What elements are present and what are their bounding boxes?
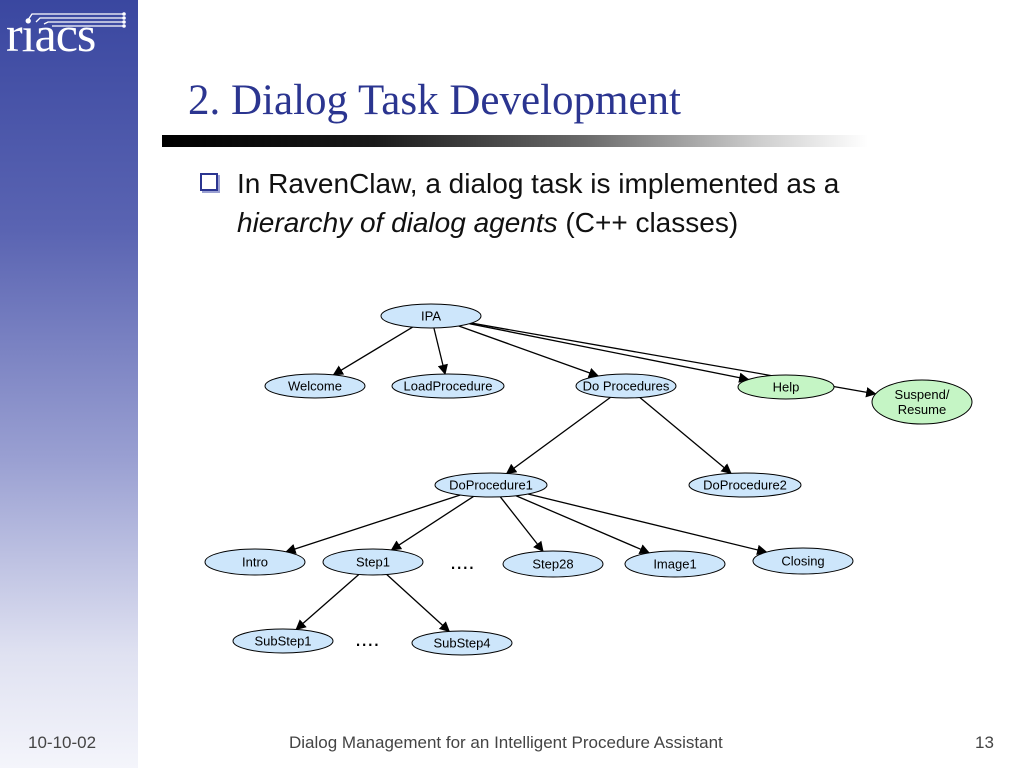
node-image1: Image1 xyxy=(624,550,726,578)
node-doprocedure2: DoProcedure2 xyxy=(688,472,802,498)
edge-doprocedure1-image1 xyxy=(515,495,651,554)
footer-date: 10-10-02 xyxy=(28,733,97,752)
node-shape-ipa xyxy=(380,303,482,329)
node-step1: Step1 xyxy=(322,548,424,576)
slide-title: 2. Dialog Task Development xyxy=(188,77,681,124)
checkbox-bullet-icon xyxy=(200,173,218,191)
node-label-suspend: Suspend/ xyxy=(895,387,950,402)
node-shape-step1 xyxy=(322,548,424,576)
node-welcome: Welcome xyxy=(264,373,366,399)
node-label-suspend: Resume xyxy=(898,402,946,417)
edge-step1-substep1 xyxy=(295,573,360,631)
node-substep4: SubStep4 xyxy=(411,630,513,656)
node-closing: Closing xyxy=(752,547,854,575)
node-label-loadprocedure: LoadProcedure xyxy=(404,379,493,394)
node-shape-closing xyxy=(752,547,854,575)
node-step28: Step28 xyxy=(502,550,604,578)
riacs-logo: riacs xyxy=(6,6,130,64)
node-intro: Intro xyxy=(204,548,306,576)
node-label-substep4: SubStep4 xyxy=(433,636,490,651)
node-doprocedures: Do Procedures xyxy=(575,373,677,399)
bullet-line1: In RavenClaw, a dialog task is implement… xyxy=(237,168,840,199)
node-shape-image1 xyxy=(624,550,726,578)
node-doprocedure1: DoProcedure1 xyxy=(434,472,548,498)
node-ipa: IPA xyxy=(380,303,482,329)
node-shape-substep1 xyxy=(232,628,334,654)
edge-doprocedure1-step28 xyxy=(499,496,544,553)
bullet-text: In RavenClaw, a dialog task is implement… xyxy=(237,164,997,242)
node-shape-intro xyxy=(204,548,306,576)
footer-title: Dialog Management for an Intelligent Pro… xyxy=(289,733,723,752)
node-label-substep1: SubStep1 xyxy=(254,634,311,649)
sidebar-gradient xyxy=(0,0,138,768)
tree-nodes: IPA Welcome LoadProcedure Do Procedures Help… xyxy=(204,303,973,656)
node-label-ipa: IPA xyxy=(421,309,441,324)
edge-ipa-help xyxy=(469,323,750,383)
footer-page-number: 13 xyxy=(975,733,994,752)
node-shape-welcome xyxy=(264,373,366,399)
node-shape-step28 xyxy=(502,550,604,578)
title-underline xyxy=(162,135,868,147)
node-shape-loadprocedure xyxy=(391,373,505,399)
node-label-step1: Step1 xyxy=(356,555,390,570)
edge-ipa-doprocedures xyxy=(458,325,600,378)
edge-doprocedure1-closing xyxy=(527,493,768,555)
node-substep1: SubStep1 xyxy=(232,628,334,654)
node-label-help: Help xyxy=(773,380,800,395)
node-shape-substep4 xyxy=(411,630,513,656)
node-shape-doprocedures xyxy=(575,373,677,399)
edge-doprocedure1-intro xyxy=(285,494,461,554)
bullet-rest: (C++ classes) xyxy=(557,207,739,238)
node-label-welcome: Welcome xyxy=(288,379,342,394)
node-shape-help xyxy=(737,374,835,400)
node-label-doprocedure1: DoProcedure1 xyxy=(449,478,533,493)
node-label-closing: Closing xyxy=(781,554,824,569)
edge-doprocedures-doprocedure1 xyxy=(505,396,611,475)
edge-step1-substep4 xyxy=(386,574,451,633)
node-shape-doprocedure1 xyxy=(434,472,548,498)
logo-text: riacs xyxy=(6,6,96,62)
node-loadprocedure: LoadProcedure xyxy=(391,373,505,399)
bullet-emphasis: hierarchy of dialog agents xyxy=(237,207,558,238)
ellipsis-steps: .... xyxy=(450,549,474,574)
edge-ipa-loadprocedure xyxy=(433,327,448,376)
node-label-intro: Intro xyxy=(242,555,268,570)
node-label-step28: Step28 xyxy=(532,557,573,572)
node-help: Help xyxy=(737,374,835,400)
ellipsis-substeps: .... xyxy=(355,626,379,651)
node-label-doprocedure2: DoProcedure2 xyxy=(703,478,787,493)
edge-doprocedures-doprocedure2 xyxy=(639,397,732,475)
edge-doprocedure1-step1 xyxy=(390,495,474,551)
logo-circuit-lines xyxy=(27,12,126,28)
node-suspend: Suspend/Resume xyxy=(871,379,973,425)
node-label-image1: Image1 xyxy=(653,557,696,572)
node-label-doprocedures: Do Procedures xyxy=(583,379,670,394)
edge-ipa-welcome xyxy=(332,326,413,376)
node-shape-doprocedure2 xyxy=(688,472,802,498)
node-shape-suspend xyxy=(871,379,973,425)
